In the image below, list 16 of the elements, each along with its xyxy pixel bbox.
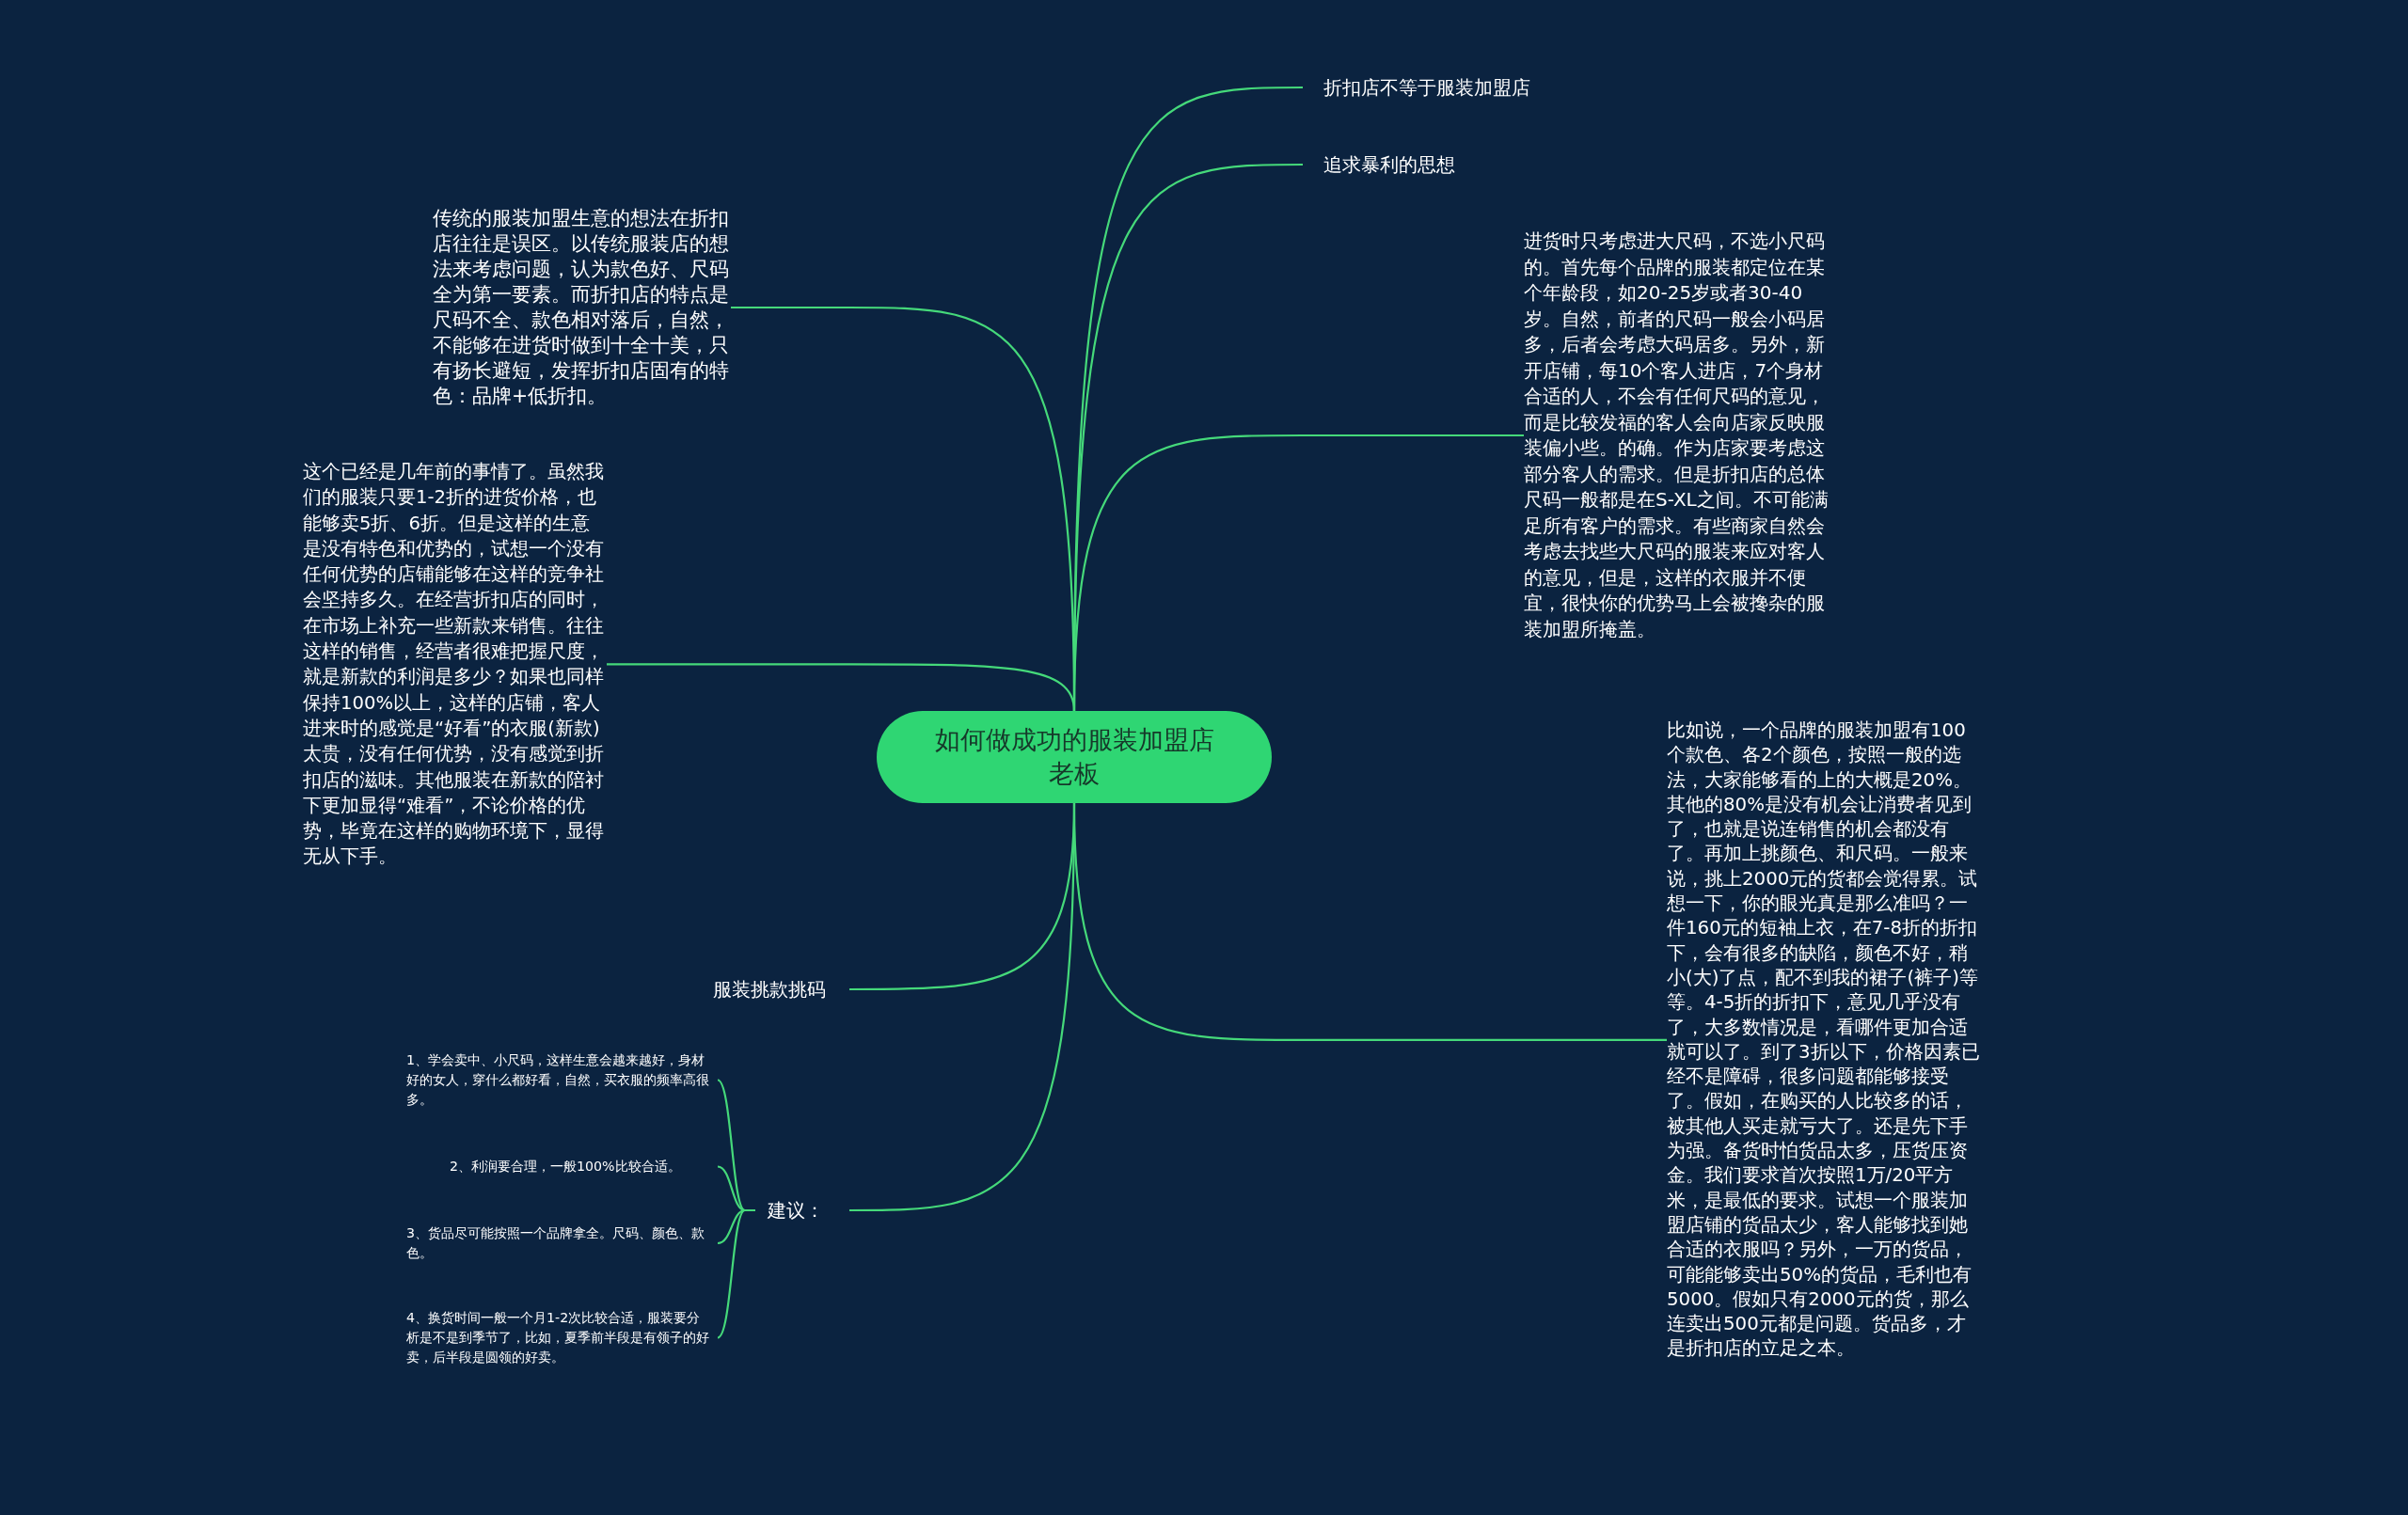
- topic-label: 3、货品尽可能按照一个品牌拿全。尺码、颜色、款色。: [406, 1224, 706, 1262]
- topic-paragraph: 进货时只考虑进大尺码，不选小尺码的。首先每个品牌的服装都定位在某个年龄段，如20-25岁或者30-40岁。自然，前者的尺码一般会小码居多，后者会考虑大码居多。另外，新开店铺，每10个客人进店，7个身材合适的人，不会有任何尺码的意见，而是比较发福的客人会向店家反映服装偏小些。的确。作为店家要考虑这部分客人的需求。但是折扣店的总体尺码一般都是在S-XL之间。不可能满足所有客户的需求。有些商家自然会考虑去找些大尺码的服装来应对客人的意见，但是，这样的衣服并不便宜，很快你的优势马上会被搀杂的服装加盟所掩盖。: [1524, 229, 1830, 642]
- topic-label: 服装挑款挑码: [713, 977, 826, 1002]
- topic-paragraph: 1、学会卖中、小尺码，这样生意会越来越好，身材好的女人，穿什么都好看，自然，买衣服的频率高很多。: [406, 1051, 710, 1109]
- topic-label: 建议：: [768, 1198, 824, 1223]
- branch-connector: [849, 803, 1076, 1212]
- topic-paragraph: 传统的服装加盟生意的想法在折扣店往往是误区。以传统服装店的想法来考虑问题，认为款色好、尺码全为第一要素。而折扣店的特点是尺码不全、款色相对落后，自然，不能够在进货时做到十全十美，只有扬长避短，发挥折扣店固有的特色：品牌+低折扣。: [433, 206, 730, 409]
- topic-label: 2、利润要合理，一般100%比较合适。: [450, 1158, 681, 1176]
- topic-paragraph: 4、换货时间一般一个月1-2次比较合适，服装要分析是不是到季节了，比如，夏季前半段是有领子的好卖，后半段是圆领的好卖。: [406, 1309, 710, 1366]
- bracket-connector: [717, 1208, 755, 1339]
- branch-connector: [607, 663, 1076, 712]
- topic-label: 折扣店不等于服装加盟店: [1323, 75, 1530, 101]
- topic-paragraph: 这个已经是几年前的事情了。虽然我们的服装只要1-2折的进货价格，也能够卖5折、6折。但是这样的生意是没有特色和优势的，试想一个没有任何优势的店铺能够在这样的竞争社会坚持多久。在经营折扣店的同时，在市场上补充一些新款来销售。往往这样的销售，经营者很难把握尺度，就是新款的利润是多少？如果也同样保持100%以上，这样的店铺，客人进来时的感觉是“好看”的衣服(新款)太贵，没有任何优势，没有感觉到折扣店的滋味。其他服装在新款的陪衬下更加显得“难看”，不论价格的优势，毕竟在这样的购物环境下，显得无从下手。: [303, 460, 605, 870]
- topic-paragraph: 比如说，一个品牌的服装加盟有100个款色、各2个颜色，按照一般的选法，大家能够看的上的大概是20%。其他的80%是没有机会让消费者见到了，也就是说连销售的机会都没有了。再加上挑颜色、和尺码。一般来说，挑上2000元的货都会觉得累。试想一下，你的眼光真是那么准吗？一件160元的短袖上衣，在7-8折的折扣下，会有很多的缺陷，颜色不好，稍小(大)了点，配不到我的裙子(裤子)等等。4-5折的折扣下，意见几乎没有了，大多数情况是，看哪件更加合适就可以了。到了3折以下，价格因素已经不是障碍，很多问题都能够接受了。假如，在购买的人比较多的话，被其他人买走就亏大了。还是先下手为强。备货时怕货品太多，压货压资金。我们要求首次按照1万/20平方米，是最低的要求。试想一个服装加盟店铺的货品太少，客人能够找到她合适的衣服吗？另外，一万的货品，可能能够卖出50%的货品，毛利也有5000。假如只有2000元的货，那么连卖出500元都是问题。货品多，才是折扣店的立足之本。: [1667, 718, 1980, 1362]
- central-topic: 如何做成功的服装加盟店老板: [877, 711, 1272, 803]
- topic-label: 追求暴利的思想: [1323, 152, 1455, 178]
